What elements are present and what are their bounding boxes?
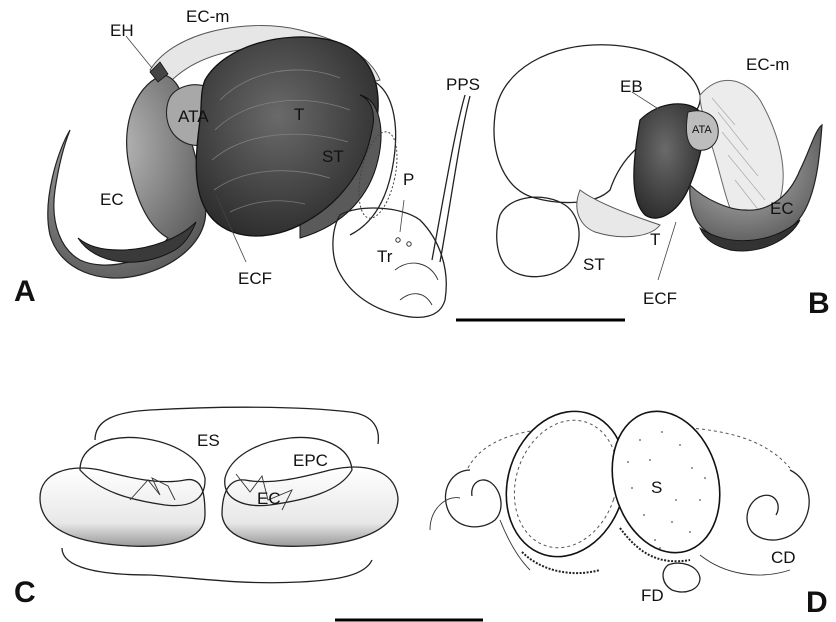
panel-d: S CD FD D [430, 396, 828, 619]
panel-b-palp-lobe [497, 197, 579, 277]
panel-a-label-tr: Tr [377, 247, 393, 266]
panel-a-label-ec: EC [100, 190, 124, 209]
panel-c-left-receptacle [40, 468, 205, 546]
panel-c: ES EPC EC C [14, 407, 398, 609]
panel-a-label-p: P [403, 170, 414, 189]
panel-b-label-eb: EB [620, 77, 643, 96]
panel-a-tr-leader [400, 200, 404, 232]
panel-d-label-fd: FD [641, 586, 664, 605]
panel-a-femur-base [395, 263, 438, 305]
panel-c-right-receptacle [222, 467, 398, 546]
panel-d-label-s: S [651, 478, 662, 497]
panel-a: EH EC-m ATA T ST PPS P EC Tr ECF A [14, 7, 480, 317]
panel-a-label-eh: EH [110, 21, 134, 40]
panel-a-letter: A [14, 275, 36, 308]
panel-d-right-spermatheca [596, 398, 736, 565]
panel-b-label-ecm: EC-m [746, 55, 789, 74]
panel-b-label-ec: EC [770, 199, 794, 218]
panel-b-label-t: T [650, 230, 660, 249]
panel-d-label-cd: CD [771, 548, 796, 567]
panel-c-label-ec: EC [257, 489, 281, 508]
panel-a-pps-process [432, 95, 470, 262]
panel-a-tr-pore-2 [407, 242, 411, 246]
panel-d-right-duct [747, 470, 809, 540]
panel-b-ecf-leader [658, 222, 676, 280]
panel-a-label-t: T [294, 105, 304, 124]
panel-c-label-es: ES [197, 431, 220, 450]
panel-c-label-epc: EPC [293, 451, 328, 470]
panel-d-fd-lobe [663, 563, 700, 592]
panel-b-label-ecf: ECF [643, 289, 677, 308]
panel-c-epigynal-septum-outline [95, 407, 378, 444]
panel-a-label-ecf: ECF [238, 269, 272, 288]
panel-b-label-ata: ATA [692, 124, 712, 136]
panel-c-letter: C [14, 576, 36, 609]
panel-a-label-ecm: EC-m [186, 7, 229, 26]
panel-b: EB EC-m ATA EC T ST ECF B [494, 45, 830, 320]
panel-c-lower-outline [62, 548, 372, 583]
panel-a-tr-pore-1 [396, 238, 400, 242]
panel-a-label-st: ST [322, 147, 344, 166]
panel-a-label-pps: PPS [446, 75, 480, 94]
panel-a-label-ata: ATA [178, 107, 209, 126]
panel-b-label-st: ST [583, 255, 605, 274]
panel-a-eh-leader [126, 36, 152, 68]
panel-d-left-duct [445, 470, 501, 527]
panel-d-letter: D [806, 586, 828, 619]
panel-b-letter: B [808, 287, 830, 320]
